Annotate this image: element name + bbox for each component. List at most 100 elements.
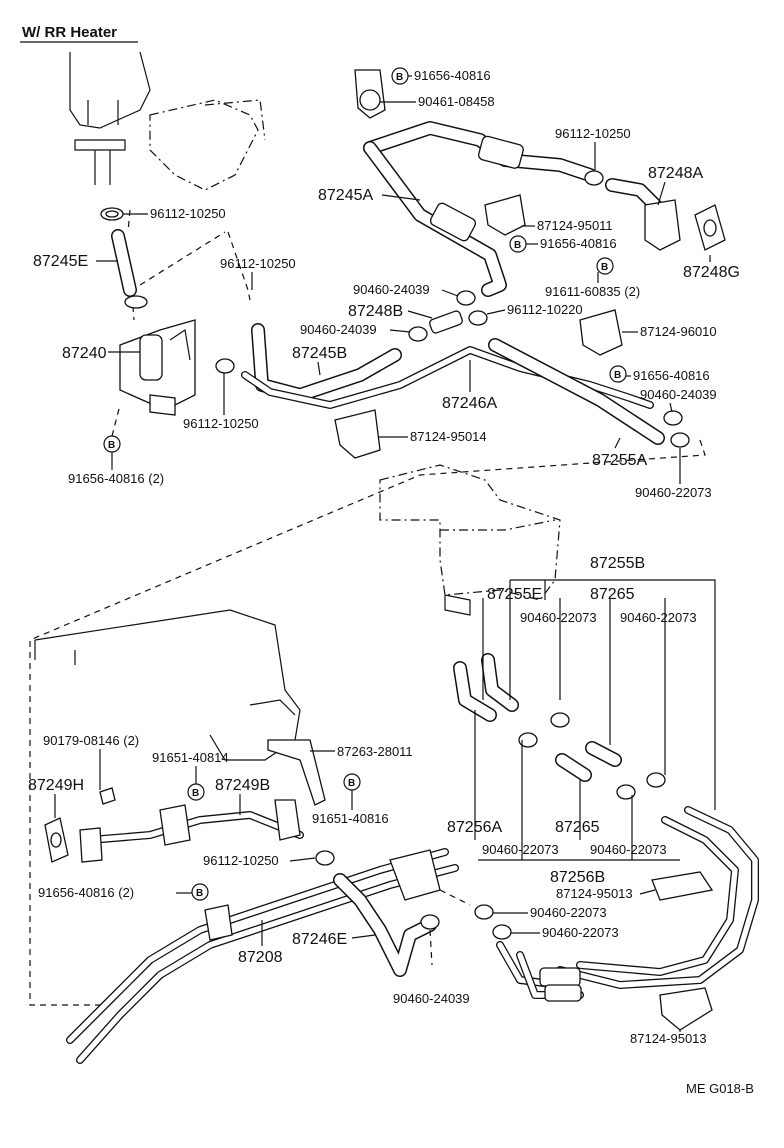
hose-87255a bbox=[488, 338, 665, 445]
label-96112-10250-a: 96112-10250 bbox=[555, 126, 631, 141]
svg-text:B: B bbox=[192, 788, 199, 799]
label-87255b: 87255B bbox=[590, 555, 645, 572]
clamp-96112-10220 bbox=[468, 310, 488, 326]
label-91651-40816: 91651-40816 bbox=[312, 811, 389, 826]
clamp-96112-10250-a bbox=[584, 170, 604, 186]
hose-87245b bbox=[251, 323, 402, 402]
heater-unit-outline bbox=[379, 464, 561, 616]
label-96112-10250-b: 96112-10250 bbox=[150, 206, 226, 221]
clamp-96112-10250-e bbox=[315, 850, 335, 866]
gasket-87249h bbox=[44, 817, 69, 863]
diagram-code: ME G018-B bbox=[686, 1081, 754, 1096]
clamp-90460-22073-f bbox=[474, 904, 494, 920]
reference-dash-line bbox=[29, 439, 706, 1006]
bolt-91651-40814: B bbox=[187, 783, 205, 801]
clamp-90460-24039-d bbox=[420, 914, 440, 966]
label-90460-24039-a: 90460-24039 bbox=[353, 282, 430, 297]
label-87263-28011: 87263-28011 bbox=[337, 744, 413, 759]
svg-text:B: B bbox=[614, 370, 621, 381]
label-87248a: 87248A bbox=[648, 165, 703, 182]
leader-box-87255b bbox=[474, 579, 716, 861]
water-valve-87240 bbox=[119, 319, 196, 416]
label-87255a: 87255A bbox=[592, 452, 647, 469]
engine-head-outline bbox=[69, 51, 266, 191]
svg-text:B: B bbox=[396, 72, 403, 83]
clamp-90460-22073-d bbox=[518, 732, 538, 748]
engine-block-outline bbox=[34, 609, 301, 761]
hose-87246e bbox=[333, 873, 437, 977]
bolt-91651-40816: B bbox=[343, 773, 361, 791]
clamp-90461-08458 bbox=[354, 69, 386, 119]
label-91611-60835: 91611-60835 (2) bbox=[545, 284, 640, 299]
label-87246e: 87246E bbox=[292, 931, 347, 948]
clamp-90460-22073-g bbox=[492, 924, 512, 940]
label-87249b: 87249B bbox=[215, 777, 270, 794]
label-90460-22073-f: 90460-22073 bbox=[530, 905, 607, 920]
label-87245b: 87245B bbox=[292, 345, 347, 362]
clamp-87124-96010 bbox=[579, 309, 623, 356]
pipe-87248a bbox=[605, 178, 681, 251]
bolt-91656-40816-b: B bbox=[509, 235, 527, 253]
label-87248g: 87248G bbox=[683, 264, 740, 281]
clamp-96112-10250-valve bbox=[215, 358, 235, 374]
diagram-title: W/ RR Heater bbox=[22, 24, 117, 41]
pipe-87256b bbox=[496, 806, 759, 1002]
clamp-90460-22073-a bbox=[670, 432, 690, 448]
hose-87245a bbox=[363, 121, 597, 297]
label-96112-10250-c: 96112-10250 bbox=[220, 256, 296, 271]
clamp-87124-95013-a bbox=[651, 871, 714, 901]
label-87245a: 87245A bbox=[318, 187, 373, 204]
label-91656-40816-2: 91656-40816 (2) bbox=[68, 471, 164, 486]
label-87208: 87208 bbox=[238, 949, 283, 966]
clamp-lower-87245e bbox=[124, 295, 148, 309]
label-87256a: 87256A bbox=[447, 819, 502, 836]
label-90460-22073-b: 90460-22073 bbox=[520, 610, 597, 625]
leader-dash-b bbox=[139, 231, 226, 286]
label-91656-40816-top: 91656-40816 bbox=[414, 68, 491, 83]
label-87124-95013-a: 87124-95013 bbox=[556, 886, 633, 901]
label-90461-08458: 90461-08458 bbox=[418, 94, 495, 109]
label-91656-40816-c: 91656-40816 bbox=[633, 368, 710, 383]
pipe-87265-a bbox=[555, 741, 622, 782]
svg-text:B: B bbox=[108, 440, 115, 451]
label-87240: 87240 bbox=[62, 345, 107, 362]
label-87265-b: 87265 bbox=[555, 819, 600, 836]
svg-text:B: B bbox=[348, 778, 355, 789]
label-90460-22073-e: 90460-22073 bbox=[590, 842, 667, 857]
clamp-90460-24039-c bbox=[663, 410, 683, 426]
label-87245e: 87245E bbox=[33, 253, 88, 270]
bolt-91611-60835: B bbox=[596, 257, 614, 275]
pipe-87208 bbox=[66, 848, 459, 1064]
clamp-90460-22073-b bbox=[550, 712, 570, 728]
label-90460-22073-d: 90460-22073 bbox=[482, 842, 559, 857]
label-87255e: 87255E bbox=[487, 586, 542, 603]
label-87248b: 87248B bbox=[348, 303, 403, 320]
pipe-87249b bbox=[79, 799, 304, 863]
label-87265-a: 87265 bbox=[590, 586, 635, 603]
label-96112-10250-e: 96112-10250 bbox=[203, 853, 279, 868]
part-labels: 91656-40816 90461-08458 96112-10250 8724… bbox=[28, 68, 754, 1096]
label-90460-22073-g: 90460-22073 bbox=[542, 925, 619, 940]
svg-text:B: B bbox=[514, 240, 521, 251]
clamp-90460-22073-e bbox=[616, 784, 636, 800]
hose-87255e bbox=[453, 653, 519, 722]
label-87246a: 87246A bbox=[442, 395, 497, 412]
clamp-90460-24039-a bbox=[456, 290, 476, 306]
clamp-87124-95011 bbox=[484, 194, 526, 236]
label-96112-10220: 96112-10220 bbox=[507, 302, 583, 317]
bolt-91656-40816-c: B bbox=[609, 365, 627, 383]
clamp-87124-95014 bbox=[334, 409, 381, 459]
bracket-87263-28011 bbox=[267, 739, 326, 806]
pipe-87246a bbox=[241, 346, 654, 409]
bolt-91656-40816-d: B bbox=[191, 883, 209, 901]
label-87124-95013-b: 87124-95013 bbox=[630, 1031, 707, 1046]
hose-87245e bbox=[111, 229, 137, 297]
gasket-87248g bbox=[694, 204, 726, 251]
label-87124-96010: 87124-96010 bbox=[640, 324, 717, 339]
label-90179-08146: 90179-08146 (2) bbox=[43, 733, 139, 748]
label-87249h: 87249H bbox=[28, 777, 84, 794]
label-96112-10250-d: 96112-10250 bbox=[183, 416, 259, 431]
label-91656-40816-b: 91656-40816 bbox=[540, 236, 617, 251]
label-90460-22073-a: 90460-22073 bbox=[635, 485, 712, 500]
